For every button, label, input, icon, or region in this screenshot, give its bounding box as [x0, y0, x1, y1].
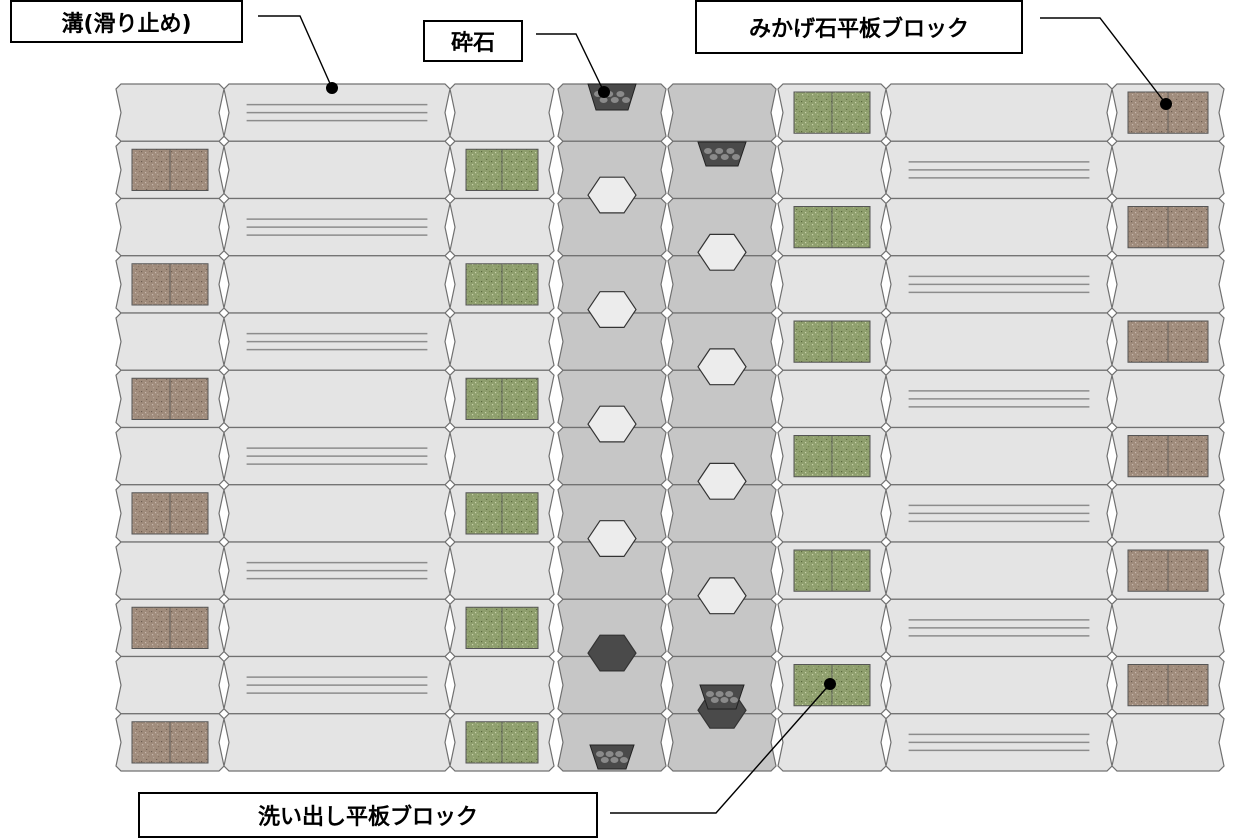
gravel-bottom-chunk-2-stone: [725, 691, 734, 697]
paving-block: [449, 312, 555, 371]
paving-block: [885, 197, 1113, 257]
light-hexagon: [587, 291, 637, 328]
gravel-top-chunk-stone: [622, 97, 630, 103]
paving-block: [1111, 598, 1225, 658]
gravel-callout-label: 砕石: [423, 20, 523, 62]
gravel-top-chunk-stone: [610, 97, 619, 103]
gravel-bottom-chunk-2-stone: [706, 691, 714, 697]
granite-label-text: みかげ石平板ブロック: [748, 17, 969, 42]
paving-block: [885, 83, 1113, 142]
gravel-leader: [536, 33, 605, 93]
gravel-bottom-chunk-stone: [596, 751, 604, 757]
paving-block: [449, 197, 555, 257]
washed-callout-label: 洗い出し平板ブロック: [138, 792, 598, 838]
channel-block: [667, 713, 777, 772]
washed-label-text: 洗い出し平板ブロック: [257, 805, 478, 830]
paving-block: [115, 83, 225, 142]
gravel-top-chunk-stone: [599, 97, 608, 103]
light-hexagon: [587, 520, 637, 558]
granite-callout-label: みかげ石平板ブロック: [695, 0, 1023, 54]
gravel-hexagon: [587, 634, 637, 672]
gravel-bottom-chunk-stone: [620, 757, 628, 763]
gravel-bottom-chunk-stone: [600, 757, 609, 763]
gravel-inner-chunk-stone: [732, 154, 740, 160]
gravel-top-chunk: [587, 83, 637, 111]
gravel-top-chunk-stone: [616, 91, 625, 97]
paving-block: [777, 255, 887, 314]
light-hexagon: [697, 462, 747, 500]
gravel-bottom-chunk-2-stone: [710, 697, 719, 703]
paving-block: [449, 541, 555, 600]
gravel-inner-chunk-stone: [715, 148, 724, 154]
paving-block: [885, 655, 1113, 715]
paving-block: [115, 197, 225, 257]
gravel-inner-chunk-stone: [704, 148, 712, 154]
gravel-bottom-chunk-2: [699, 684, 745, 710]
light-hexagon: [587, 176, 637, 214]
gravel-bottom-chunk-2-stone: [720, 697, 729, 703]
gravel-bottom-chunk-stone: [610, 757, 619, 763]
paving-block: [115, 655, 225, 715]
washed-leader-dot: [824, 678, 836, 690]
paving-block: [1111, 140, 1225, 200]
paving-block: [777, 369, 887, 429]
light-hexagon: [697, 577, 747, 615]
channel-block: [667, 83, 777, 142]
gravel-inner-chunk-stone: [726, 148, 735, 154]
paving-block: [223, 140, 451, 200]
gravel-bottom-chunk-2-stone: [715, 691, 724, 697]
gravel-bottom-chunk-stone: [605, 751, 614, 757]
light-hexagon: [697, 233, 747, 271]
paving-block: [223, 598, 451, 658]
paving-block: [885, 541, 1113, 600]
paving-block: [777, 713, 887, 772]
gravel-bottom-chunk-stone: [615, 751, 624, 757]
gravel-leader-dot: [598, 86, 610, 98]
washed-leader: [610, 683, 831, 814]
groove-leader-dot: [326, 82, 338, 94]
gravel-label-text: 砕石: [450, 31, 495, 56]
channel-block: [557, 713, 667, 772]
gravel-bottom-chunk-2-stone: [730, 697, 738, 703]
paving-block: [115, 312, 225, 371]
gravel-inner-chunk-stone: [709, 154, 718, 160]
paving-block: [777, 598, 887, 658]
granite-leader-dot: [1160, 98, 1172, 110]
paving-block: [885, 426, 1113, 486]
paving-block: [223, 255, 451, 314]
paving-block: [777, 484, 887, 543]
gravel-inner-chunk: [697, 141, 747, 167]
paving-block: [1111, 255, 1225, 314]
granite-leader: [1040, 17, 1167, 105]
paving-block: [1111, 713, 1225, 772]
paving-block: [777, 140, 887, 200]
paving-block: [1111, 369, 1225, 429]
paving-block: [449, 426, 555, 486]
paving-block: [449, 655, 555, 715]
paving-block: [223, 484, 451, 543]
gravel-inner-chunk-stone: [720, 154, 729, 160]
groove-callout-label: 溝(滑り止め): [10, 0, 243, 43]
paving-block: [115, 426, 225, 486]
gravel-bottom-chunk: [589, 744, 635, 770]
light-hexagon: [587, 405, 637, 443]
paving-block: [885, 312, 1113, 371]
paving-block: [449, 83, 555, 142]
groove-leader: [258, 15, 333, 89]
paving-block: [1111, 484, 1225, 543]
paving-block: [223, 713, 451, 772]
light-hexagon: [697, 348, 747, 386]
paving-block: [115, 541, 225, 600]
paving-block: [223, 369, 451, 429]
groove-label-text: 溝(滑り止め): [61, 11, 192, 37]
